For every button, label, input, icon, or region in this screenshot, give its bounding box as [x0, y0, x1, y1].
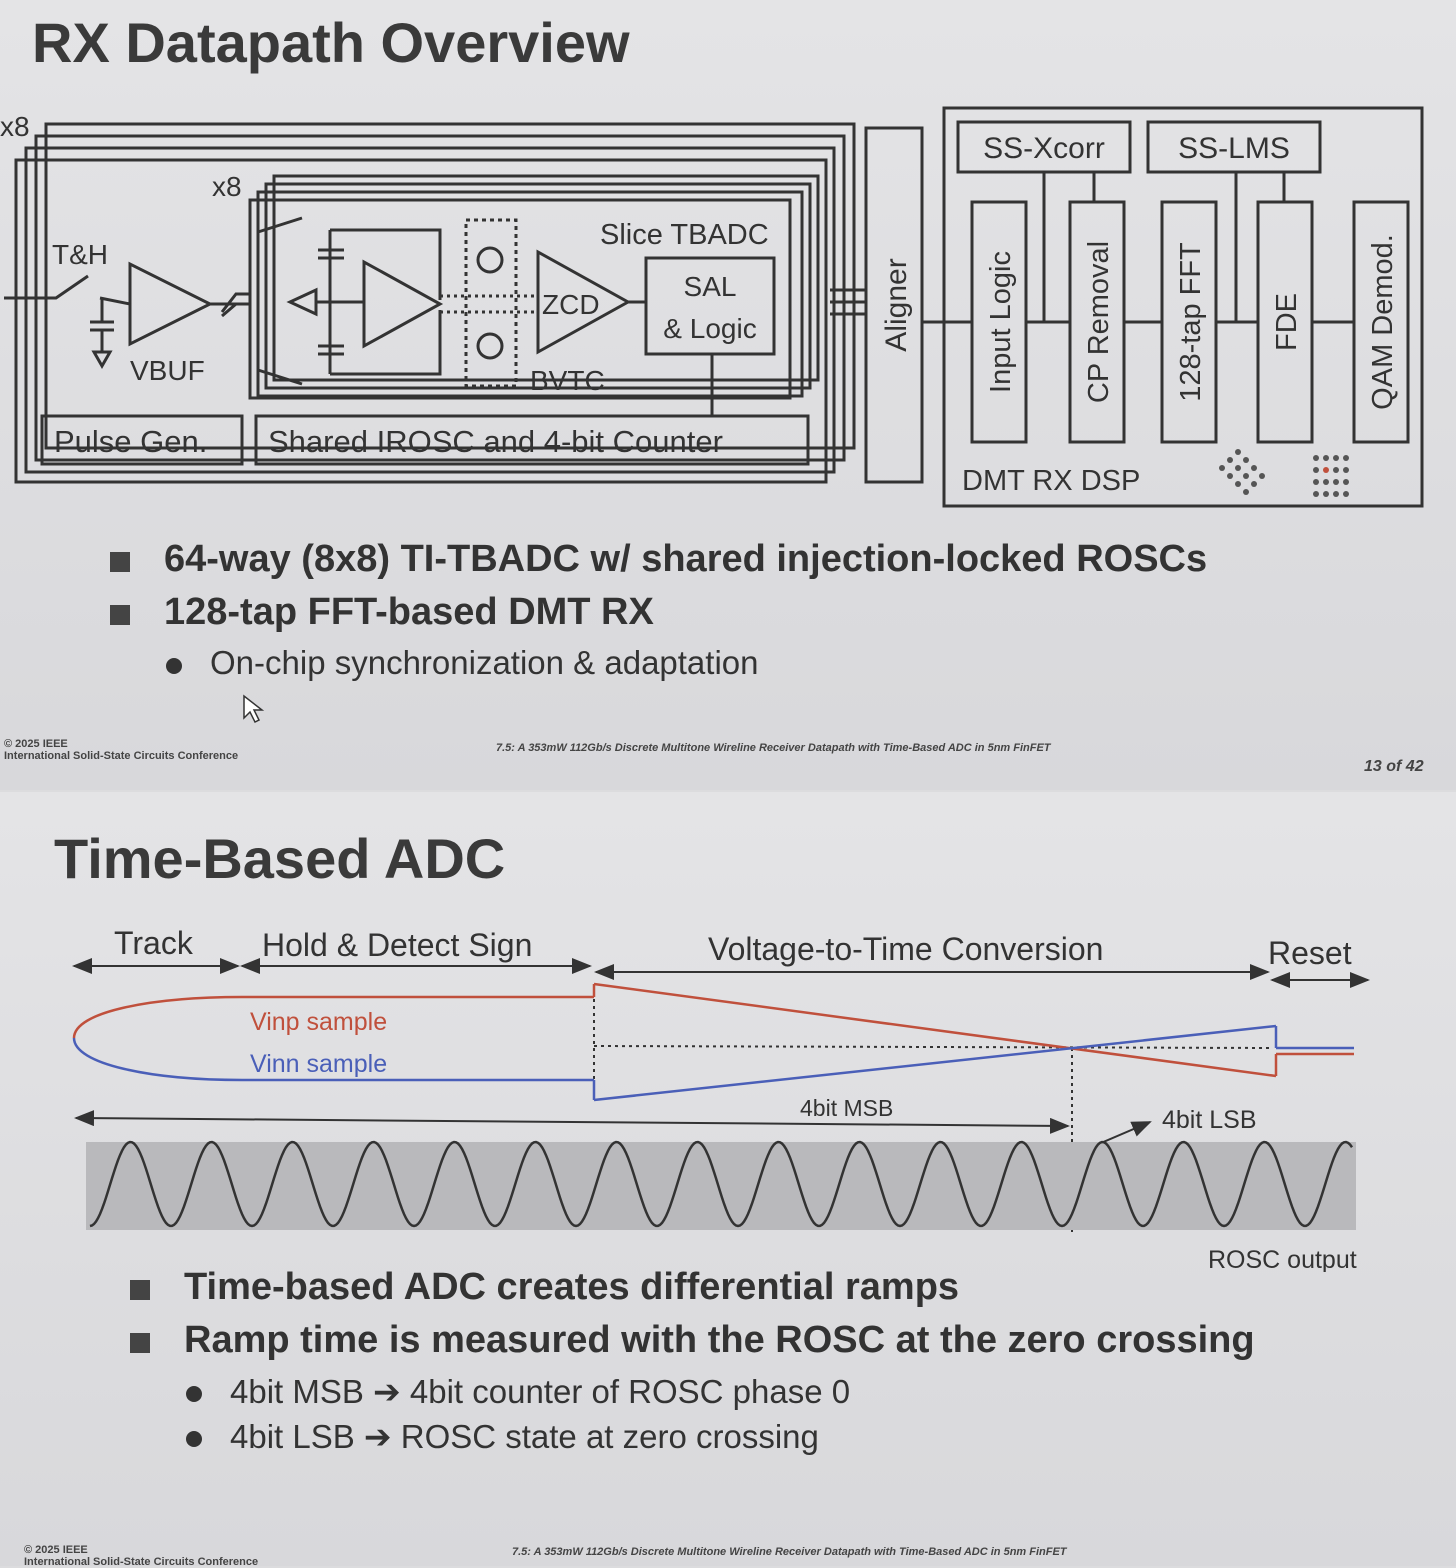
rosc-output-waveform	[89, 1140, 1354, 1228]
bvtc-label: BVTC	[530, 365, 605, 396]
outer-stack-frame-3	[44, 122, 856, 450]
constellation-icon-2	[1313, 455, 1349, 497]
constellation-icon-1	[1219, 449, 1265, 495]
rx-datapath-diagram: x8 x8 T&H VBUF Slice TBADC ZCD SAL & Log…	[0, 106, 1424, 508]
inner-stack-frame-2	[264, 182, 812, 390]
ss-xcorr-label: SS-Xcorr	[983, 132, 1105, 165]
msb-label: 4bit MSB	[800, 1095, 893, 1121]
aligner-box	[864, 126, 924, 484]
zcd-label: ZCD	[542, 289, 600, 320]
slice-tbadc-frame	[248, 198, 792, 400]
bullet-item: Ramp time is measured with the ROSC at t…	[120, 1319, 1255, 1362]
vtc-label: Voltage-to-Time Conversion	[708, 931, 1103, 967]
rosc-band	[86, 1142, 1356, 1230]
slide-title: Time-Based ADC	[54, 827, 506, 890]
cp-removal-label: CP Removal	[1083, 241, 1115, 403]
vinn-label: Vinn sample	[250, 1050, 387, 1078]
ss-lms-box	[1146, 120, 1322, 174]
slide-title: RX Datapath Overview	[32, 11, 630, 74]
sal-logic-label: & Logic	[663, 313, 756, 344]
current-source-bottom	[476, 332, 504, 360]
bvtc-box	[464, 218, 518, 388]
pulse-gen-box	[40, 414, 244, 466]
bullet-list: Time-based ADC creates differential ramp…	[120, 1266, 1255, 1462]
aligner-label: Aligner	[880, 258, 913, 351]
inner-stack-frame-3	[272, 174, 820, 382]
outer-mult-label: x8	[0, 111, 30, 142]
vbuf-label: VBUF	[130, 355, 205, 386]
irosc-counter-box	[254, 414, 810, 466]
input-buffer-triangle	[286, 287, 318, 317]
pulse-gen-label: Pulse Gen.	[54, 424, 207, 459]
vinn-waveform	[72, 1024, 1354, 1102]
timing-diagram: Track Hold & Detect Sign Voltage-to-Time…	[72, 925, 1370, 1272]
page-number: 13 of 42	[1364, 758, 1424, 775]
fft-label: 128-tap FFT	[1175, 242, 1207, 402]
bullet-item: 128-tap FFT-based DMT RX	[100, 591, 1207, 634]
rosc-label: ROSC output	[1208, 1246, 1357, 1272]
outer-stack-frame-1	[24, 146, 836, 474]
slide-rx-datapath: RX Datapath Overview	[0, 0, 1456, 790]
track-hold-switch	[4, 274, 89, 300]
vbuf-amplifier	[128, 261, 214, 347]
footer-copyright: © 2025 IEEE International Solid-State Ci…	[4, 738, 239, 762]
vinp-waveform	[72, 982, 1354, 1078]
current-source-top	[476, 246, 504, 274]
outer-slice-frame	[14, 158, 828, 484]
sub-bullet-item: On-chip synchronization & adaptation	[100, 644, 1207, 682]
inner-stack-frame-1	[256, 190, 804, 398]
th-label: T&H	[52, 239, 108, 270]
ss-lms-label: SS-LMS	[1178, 132, 1290, 165]
mouse-cursor-icon	[243, 694, 265, 724]
footer-paper-title: 7.5: A 353mW 112Gb/s Discrete Multitone …	[496, 742, 1051, 754]
lsb-label: 4bit LSB	[1162, 1106, 1257, 1134]
input-logic-label: Input Logic	[985, 251, 1017, 393]
footer-copyright: © 2025 IEEE International Solid-State Ci…	[24, 1544, 259, 1568]
qam-demod-label: QAM Demod.	[1367, 234, 1399, 410]
integrator-amplifier	[362, 259, 444, 349]
zcd-comparator	[536, 249, 632, 355]
bullet-item: Time-based ADC creates differential ramp…	[120, 1266, 1255, 1309]
slice-tbadc-label: Slice TBADC	[600, 219, 769, 251]
sub-bullet-item: 4bit MSB ➔ 4bit counter of ROSC phase 0	[120, 1372, 1255, 1411]
reset-label: Reset	[1268, 935, 1352, 971]
footer-paper-title: 7.5: A 353mW 112Gb/s Discrete Multitone …	[512, 1546, 1067, 1558]
hold-label: Hold & Detect Sign	[262, 927, 532, 963]
irosc-label: Shared IROSC and 4-bit Counter	[268, 424, 723, 459]
inner-mult-label: x8	[212, 171, 242, 202]
sub-bullet-item: 4bit LSB ➔ ROSC state at zero crossing	[120, 1417, 1255, 1456]
dsp-label: DMT RX DSP	[962, 465, 1140, 497]
slide-time-based-adc: Time-Based ADC	[0, 792, 1456, 1568]
dmt-rx-dsp-frame	[942, 106, 1424, 508]
track-label: Track	[114, 925, 194, 961]
sal-label: SAL	[684, 271, 737, 302]
vinp-label: Vinp sample	[250, 1008, 387, 1036]
sal-logic-box	[644, 256, 776, 356]
bullet-list: 64-way (8x8) TI-TBADC w/ shared injectio…	[100, 538, 1207, 688]
fde-label: FDE	[1271, 293, 1303, 351]
bullet-item: 64-way (8x8) TI-TBADC w/ shared injectio…	[100, 538, 1207, 581]
